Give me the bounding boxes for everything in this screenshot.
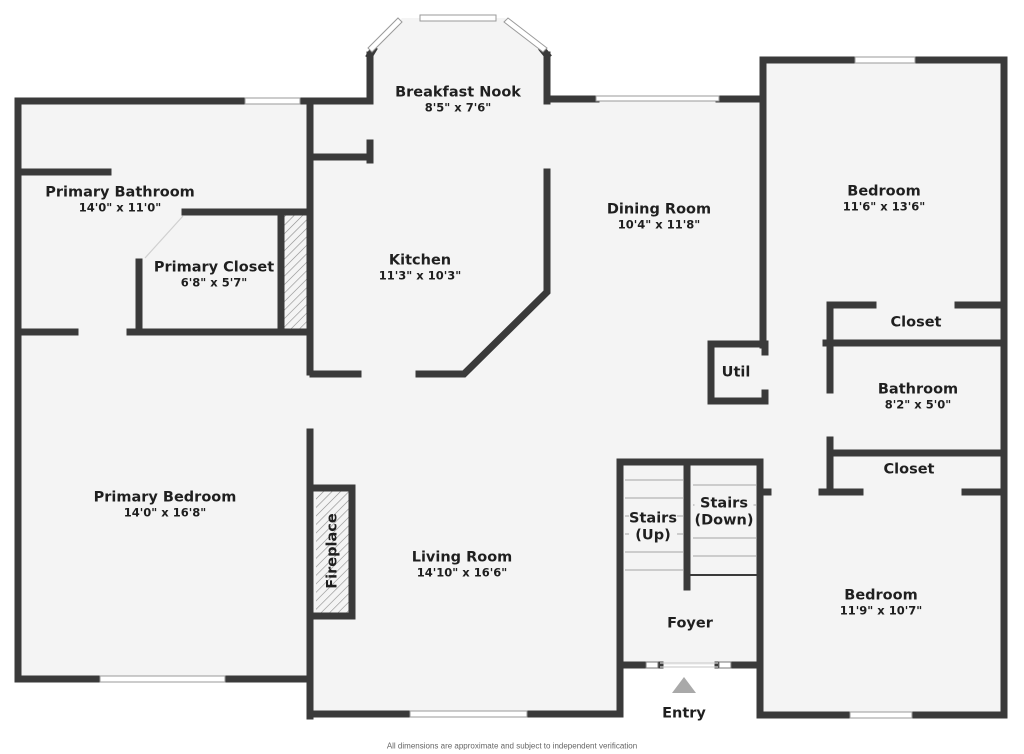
room-name: Closet — [883, 461, 935, 478]
room-dimensions: 11'9" x 10'7" — [839, 603, 923, 618]
room-closet-2: Closet — [884, 461, 935, 478]
disclaimer-footnote: All dimensions are approximate and subje… — [386, 741, 638, 751]
windows — [99, 14, 916, 719]
room-dimensions: 14'0" x 11'0" — [78, 200, 162, 215]
room-bedroom-1: Bedroom 11'6" x 13'6" — [843, 183, 925, 214]
entry-arrow-icon — [672, 677, 696, 693]
sidelight-left — [645, 661, 659, 669]
floor-areas — [18, 18, 1006, 716]
room-name: Primary Closet — [153, 259, 275, 276]
room-name: Util — [721, 364, 751, 381]
room-dimensions: 14'10" x 16'6" — [416, 565, 508, 580]
room-foyer: Foyer — [667, 615, 713, 632]
room-fireplace: Fireplace — [324, 513, 341, 588]
room-primary-closet: Primary Closet 6'8" x 5'7" — [154, 259, 274, 290]
room-name: Living Room — [411, 549, 513, 566]
room-name: Foyer — [667, 615, 713, 632]
room-dimensions: 11'6" x 13'6" — [842, 199, 926, 214]
room-living-room: Living Room 14'10" x 16'6" — [412, 549, 513, 580]
room-dimensions: 11'3" x 10'3" — [378, 268, 462, 283]
room-dimensions: 10'4" x 11'8" — [617, 217, 701, 232]
room-dining-room: Dining Room 10'4" x 11'8" — [607, 201, 711, 232]
room-name: Primary Bathroom — [45, 184, 195, 201]
room-name: Closet — [890, 314, 942, 331]
room-primary-bedroom: Primary Bedroom 14'0" x 16'8" — [94, 489, 237, 520]
room-name: Bathroom — [877, 381, 959, 398]
door-openings — [144, 215, 718, 668]
room-name: Primary Bedroom — [93, 489, 237, 506]
room-dimensions: 8'2" x 5'0" — [884, 397, 952, 412]
fireplace-hatch — [316, 490, 352, 616]
room-dimensions: 8'5" x 7'6" — [424, 100, 492, 115]
room-stairs-up: Stairs (Up) — [629, 510, 677, 546]
room-closet-1: Closet — [891, 314, 942, 331]
room-breakfast-nook: Breakfast Nook 8'5" x 7'6" — [395, 84, 521, 115]
room-name: Breakfast Nook — [395, 84, 521, 101]
room-dimensions: 6'8" x 5'7" — [180, 275, 248, 290]
room-name: Stairs — [694, 495, 754, 513]
room-stairs-down: Stairs (Down) — [694, 495, 754, 531]
room-kitchen: Kitchen 11'3" x 10'3" — [379, 252, 461, 283]
room-subtitle: (Up) — [629, 528, 677, 546]
room-name: Bedroom — [844, 587, 918, 604]
room-name: Fireplace — [324, 513, 341, 589]
room-name: Stairs — [629, 510, 677, 528]
room-subtitle: (Down) — [694, 513, 754, 531]
room-name: Kitchen — [388, 252, 452, 269]
sidelight-right — [718, 661, 732, 669]
room-bathroom: Bathroom 8'2" x 5'0" — [878, 381, 958, 412]
room-dimensions: 14'0" x 16'8" — [123, 505, 207, 520]
room-bedroom-2: Bedroom 11'9" x 10'7" — [840, 587, 922, 618]
room-name: Dining Room — [606, 201, 712, 218]
walls — [14, 45, 1008, 720]
room-util: Util — [722, 364, 751, 381]
room-name: Bedroom — [847, 183, 921, 200]
primary-closet-shelf — [283, 214, 307, 330]
entry-label: Entry — [662, 705, 706, 722]
room-primary-bathroom: Primary Bathroom 14'0" x 11'0" — [45, 184, 195, 215]
